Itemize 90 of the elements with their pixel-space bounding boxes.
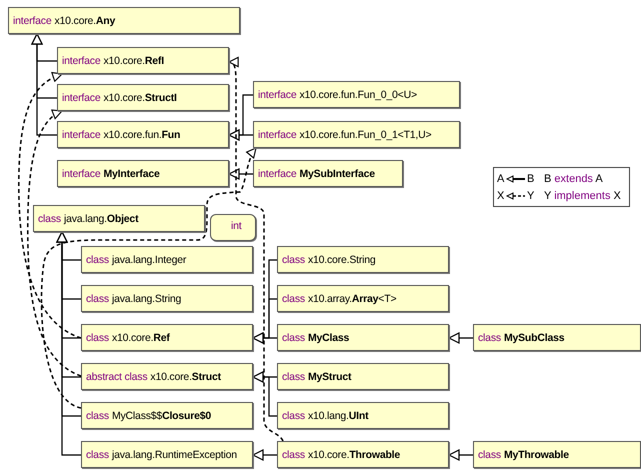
class-box: [81, 402, 253, 429]
keyword-label: interface: [258, 128, 296, 140]
keyword-label: class: [86, 292, 109, 304]
type-name: x10.core.fun.Fun: [103, 128, 180, 140]
keyword-label: class: [86, 254, 109, 266]
implements-arrow: [40, 147, 257, 409]
interface-box: [57, 160, 229, 187]
extends-arrow: [252, 449, 277, 461]
class-box: [277, 441, 449, 468]
type-name: MySubClass: [504, 332, 564, 344]
keyword-label: interface: [62, 128, 100, 140]
legend-symbol: A: [497, 172, 504, 187]
class-box: [33, 205, 205, 232]
class-box: [473, 324, 641, 351]
legend-symbol: X: [497, 189, 504, 204]
implements-arrow: [228, 58, 284, 442]
interface-box: [57, 121, 229, 148]
type-name: MyInterface: [103, 168, 160, 180]
type-name: MySubInterface: [299, 168, 375, 180]
type-name: x10.core.StructI: [103, 92, 177, 104]
legend-symbol: B: [527, 172, 534, 187]
class-box: [81, 246, 253, 273]
keyword-label: class: [282, 292, 305, 304]
extends-arrow: [228, 168, 253, 180]
keyword-label: class: [478, 332, 501, 344]
extends-arrow: [252, 332, 277, 344]
note-box: [210, 214, 256, 241]
extends-arrow: [31, 33, 57, 136]
class-box: [277, 363, 449, 390]
legend-text: B extends A: [544, 172, 603, 187]
type-name: MyClass: [308, 332, 350, 344]
type-name: x10.core.Any: [54, 14, 116, 26]
type-name: MyClass$$Closure$0: [112, 410, 212, 422]
keyword-label: interface: [62, 168, 100, 180]
extends-arrow: [56, 231, 81, 456]
extends-arrow: [252, 371, 277, 417]
interface-box: [57, 47, 229, 74]
interface-box: [8, 7, 240, 34]
keyword-label: class: [282, 332, 305, 344]
type-name: x10.core.RefI: [103, 54, 164, 66]
keyword-label: class: [282, 410, 305, 422]
implements-arrow: [27, 110, 82, 377]
keyword-label: interface: [62, 54, 100, 66]
extends-arrow: [448, 449, 473, 461]
keyword-label: class: [86, 332, 109, 344]
keyword-label: interface: [258, 88, 296, 100]
interface-box: [253, 121, 460, 148]
class-box: [81, 363, 253, 390]
keyword-label: interface: [62, 92, 100, 104]
keyword-label: int: [231, 220, 242, 232]
class-box: [473, 441, 641, 468]
type-name: java.lang.Object: [64, 212, 138, 224]
keyword-label: class: [282, 254, 305, 266]
type-name: x10.lang.UInt: [308, 410, 368, 422]
type-name: x10.array.Array<T>: [308, 292, 396, 304]
type-name: x10.core.Struct: [150, 370, 221, 382]
class-box: [277, 324, 449, 351]
interface-box: [253, 160, 403, 187]
keyword-label: class: [86, 410, 109, 422]
type-name: x10.core.fun.Fun_0_0<U>: [299, 88, 417, 100]
type-name: x10.core.Throwable: [308, 448, 400, 460]
type-name: x10.core.fun.Fun_0_1<T1,U>: [299, 128, 432, 140]
extends-arrow: [448, 332, 473, 344]
interface-box: [57, 84, 229, 111]
keyword-label: class: [86, 448, 109, 460]
type-name: MyStruct: [308, 370, 352, 382]
type-name: java.lang.RuntimeException: [112, 448, 237, 460]
type-name: java.lang.Integer: [112, 254, 186, 266]
keyword-label: class: [478, 448, 501, 460]
legend-text: Y implements X: [544, 189, 621, 204]
interface-box: [253, 81, 460, 108]
class-box: [277, 246, 449, 273]
class-box: [81, 441, 253, 468]
keyword-label: interface: [13, 14, 52, 26]
type-name: x10.core.String: [308, 254, 376, 266]
keyword-label: abstract class: [86, 370, 148, 382]
keyword-label: class: [38, 212, 61, 224]
class-box: [277, 402, 449, 429]
keyword-label: interface: [258, 168, 296, 180]
extends-arrow: [228, 129, 253, 141]
type-name: MyThrowable: [504, 448, 569, 460]
keyword-label: class: [282, 448, 305, 460]
class-box: [81, 324, 253, 351]
type-name: java.lang.String: [112, 292, 182, 304]
class-box: [277, 285, 449, 312]
class-box: [81, 285, 253, 312]
keyword-label: class: [282, 370, 305, 382]
type-name: x10.core.Ref: [112, 332, 170, 344]
legend-symbol: Y: [527, 189, 534, 204]
implements-arrow: [18, 72, 82, 339]
